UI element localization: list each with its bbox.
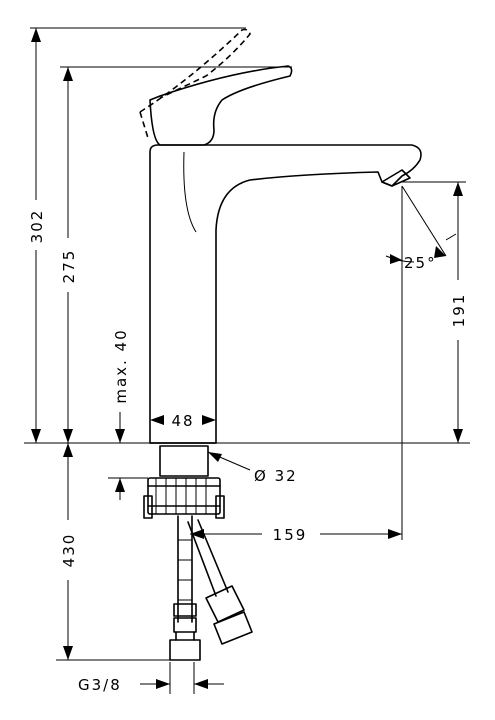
dim-32-label: Ø 32 xyxy=(254,467,298,485)
dimension-lines xyxy=(24,27,470,694)
supply-hoses xyxy=(169,515,253,661)
dim-159-label: 159 xyxy=(273,526,308,544)
dim-275-label: 275 xyxy=(60,249,78,284)
dim-g38-label: G3/8 xyxy=(78,676,122,694)
dim-48-label: 48 xyxy=(171,412,194,430)
dim-191-label: 191 xyxy=(450,293,468,328)
dim-max-40-label: max. 40 xyxy=(112,328,130,403)
dim-430-label: 430 xyxy=(60,533,78,568)
mounting-assembly xyxy=(143,445,225,519)
dim-302-label: 302 xyxy=(28,209,46,244)
dim-angle-label: 25° xyxy=(404,254,437,272)
faucet-outline xyxy=(139,28,422,444)
